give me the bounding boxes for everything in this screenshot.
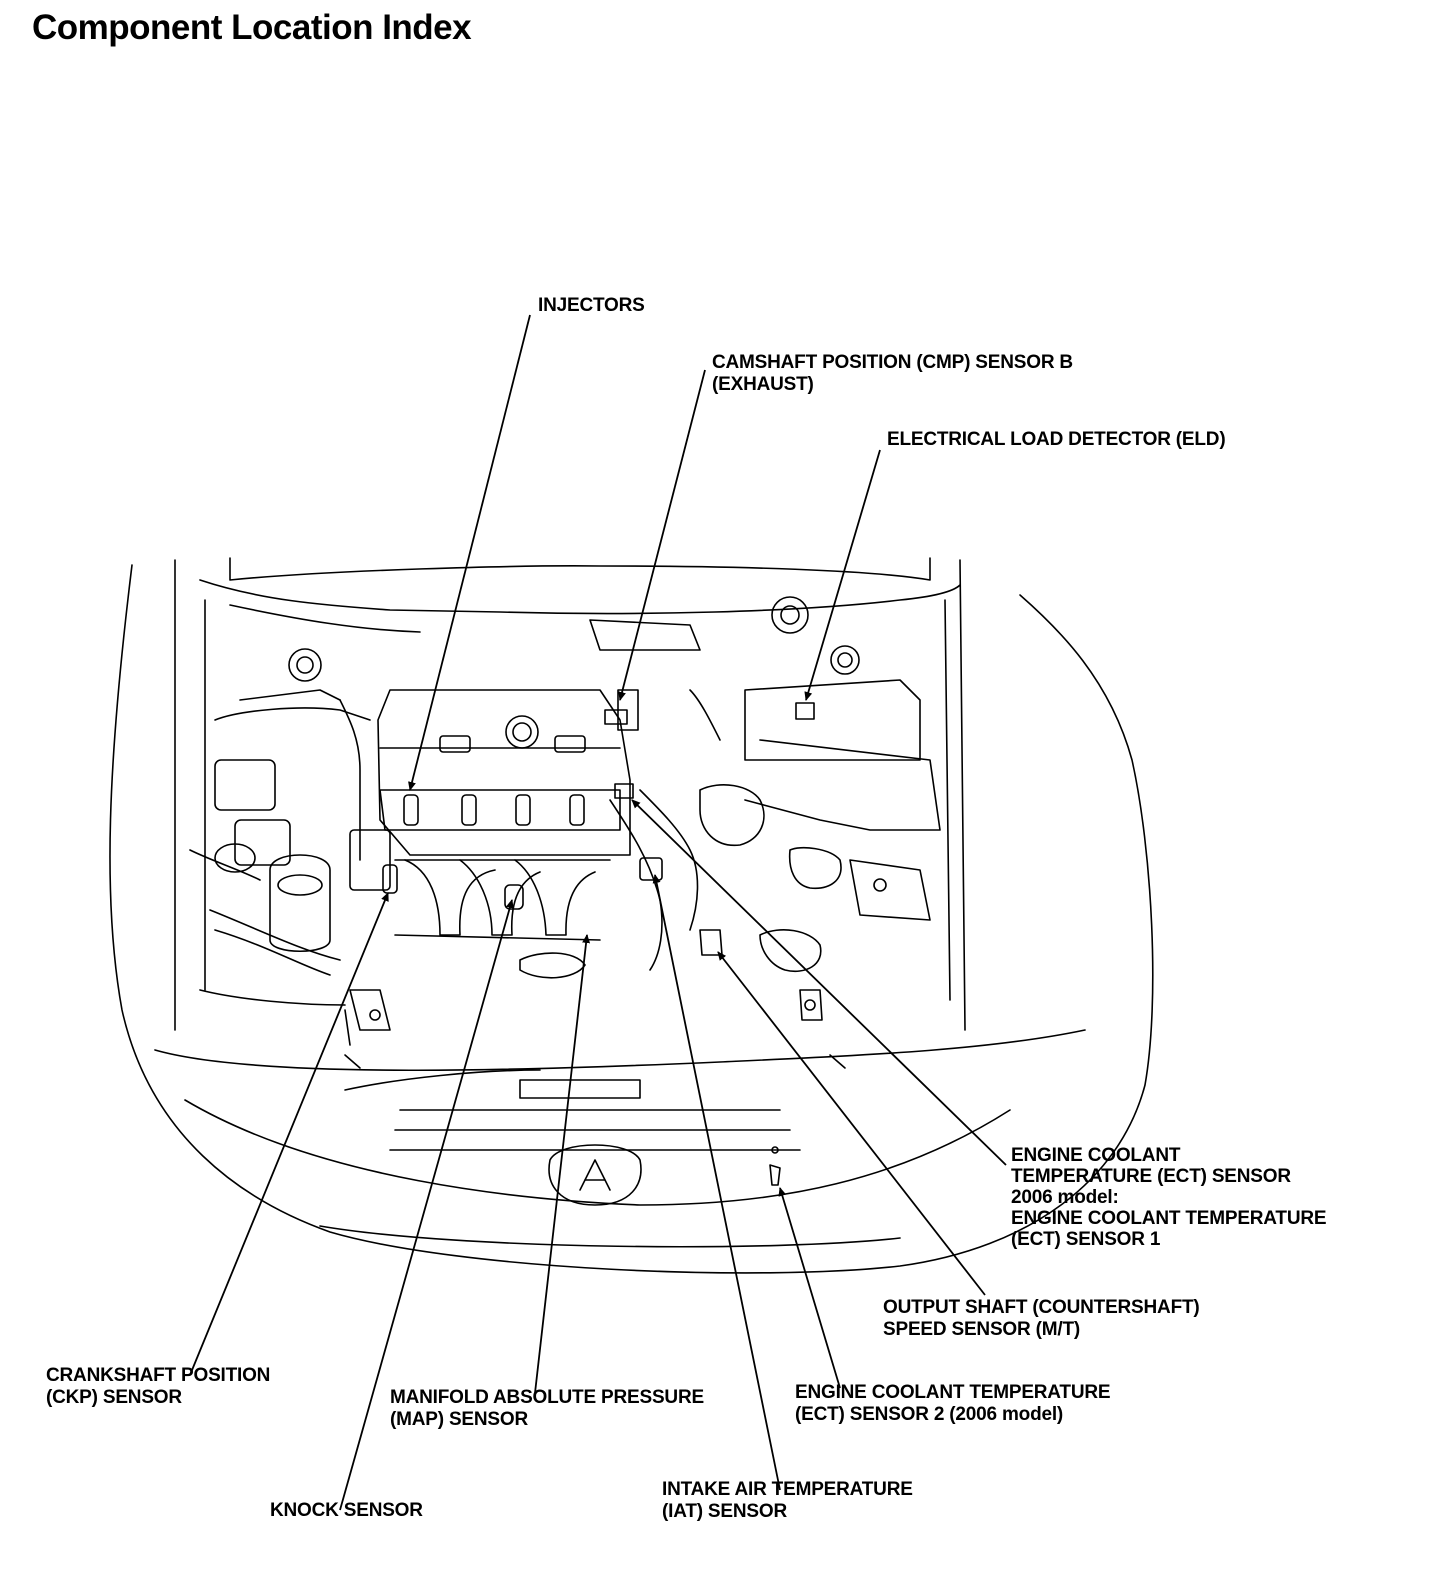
- cmp-sensor-body: [604, 689, 663, 881]
- leader-output-shaft: [717, 951, 986, 1296]
- label-eld: ELECTRICAL LOAD DETECTOR (ELD): [887, 429, 1226, 450]
- label-ect-sensor: ENGINE COOLANT TEMPERATURE (ECT) SENSOR …: [1011, 1145, 1327, 1250]
- leader-eld: [804, 449, 881, 701]
- right-engine-bay: [589, 596, 941, 1021]
- leader-injectors: [408, 314, 531, 791]
- leader-ckp-sensor: [189, 892, 389, 1376]
- leader-ect-sensor: [631, 799, 1007, 1166]
- left-engine-bay: [189, 648, 398, 1046]
- leader-ect-sensor-2: [778, 1187, 841, 1389]
- leader-knock-sensor: [339, 899, 514, 1511]
- label-ckp-sensor: CRANKSHAFT POSITION (CKP) SENSOR: [46, 1365, 271, 1408]
- intake-manifold: [394, 859, 611, 979]
- front-grille: [344, 1054, 846, 1206]
- label-cmp-sensor-b: CAMSHAFT POSITION (CMP) SENSOR B (EXHAUS…: [712, 352, 1073, 395]
- engine-valve-cover: [377, 689, 631, 856]
- label-iat-sensor: INTAKE AIR TEMPERATURE (IAT) SENSOR: [662, 1479, 913, 1522]
- page-title: Component Location Index: [32, 8, 472, 47]
- label-injectors: INJECTORS: [538, 295, 645, 316]
- hood-opening: [199, 557, 961, 1001]
- leader-cmp-sensor-b: [618, 369, 706, 701]
- car-body-outline: [109, 559, 1154, 1274]
- label-output-shaft: OUTPUT SHAFT (COUNTERSHAFT) SPEED SENSOR…: [883, 1297, 1200, 1340]
- leader-map-sensor: [534, 934, 591, 1394]
- label-map-sensor: MANIFOLD ABSOLUTE PRESSURE (MAP) SENSOR: [390, 1387, 704, 1430]
- label-knock-sensor: KNOCK SENSOR: [270, 1500, 423, 1521]
- label-ect-sensor-2: ENGINE COOLANT TEMPERATURE (ECT) SENSOR …: [795, 1382, 1111, 1425]
- leader-iat-sensor: [652, 874, 781, 1491]
